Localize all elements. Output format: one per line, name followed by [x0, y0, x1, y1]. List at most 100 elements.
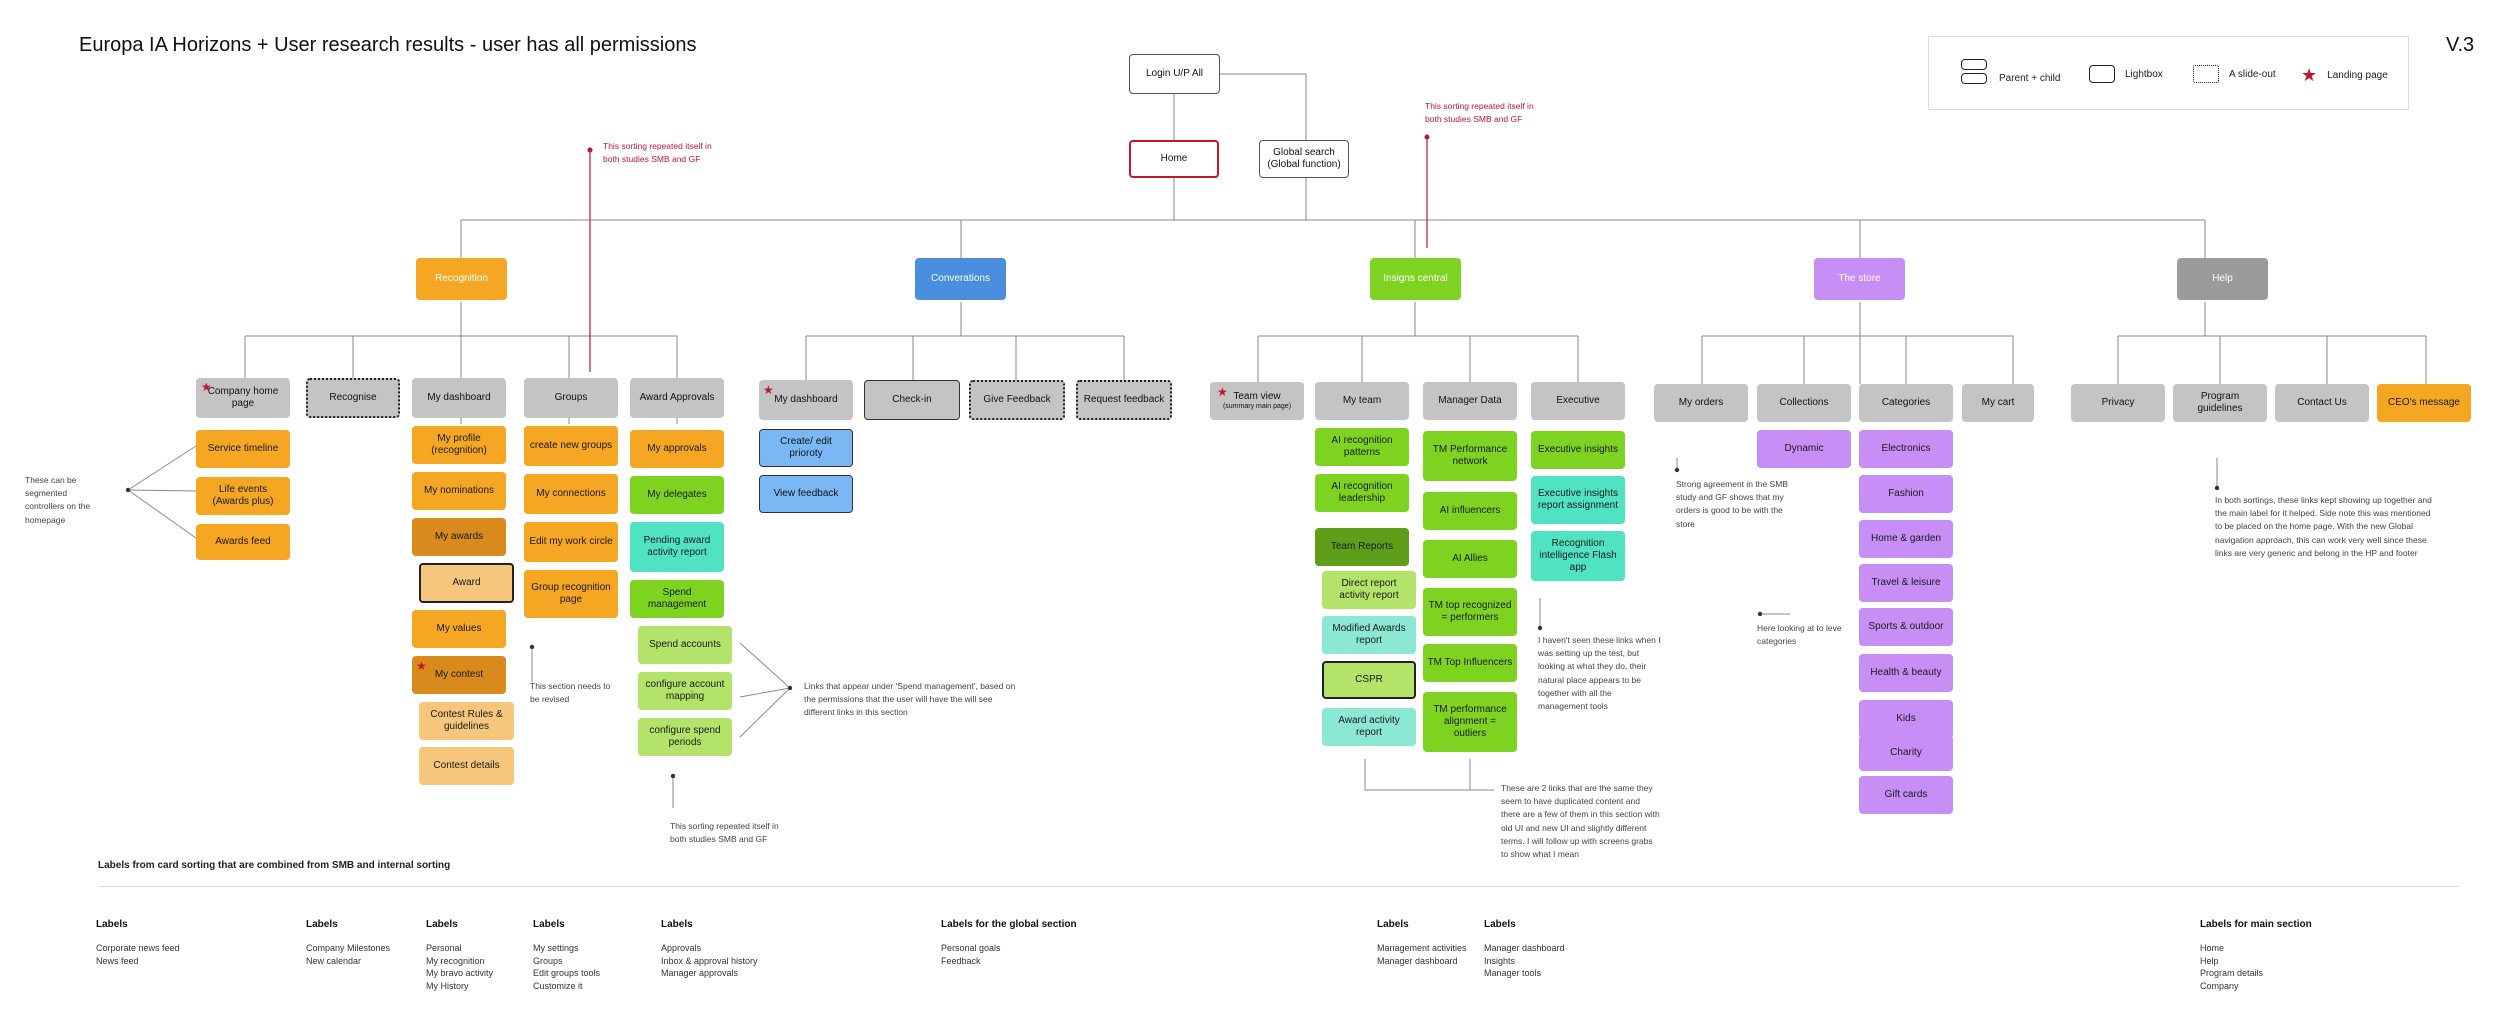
section-conversations: Converations: [915, 258, 1006, 300]
team-view-label: Team view: [1233, 390, 1281, 402]
modified-awards-node: Modified Awards report: [1322, 616, 1416, 654]
my-delegates-node: My delegates: [630, 476, 724, 514]
conv-my-dashboard-label: My dashboard: [774, 394, 838, 405]
my-cart-label: My cart: [1981, 397, 2015, 408]
tm-top-influencers-label: TM Top Influencers: [1427, 657, 1513, 668]
landing-star-icon: ★: [1217, 385, 1228, 399]
privacy-label: Privacy: [2101, 397, 2135, 408]
check-in-label: Check-in: [892, 394, 932, 405]
footer-label-item: Company: [2200, 980, 2239, 991]
conv-my-dashboard-node: My dashboard: [759, 380, 853, 420]
tm-top-recognized-label: TM top recognized = performers: [1428, 600, 1512, 623]
footer-label-item: News feed: [96, 955, 139, 966]
recognise-node: Recognise: [306, 378, 400, 418]
legend: Parent + child Lightbox A slide-out ★ La…: [1928, 36, 2409, 110]
kids-label: Kids: [1896, 713, 1916, 724]
my-dashboard-node: My dashboard: [412, 378, 506, 418]
footer-label-item: Manager tools: [1484, 968, 1542, 979]
categories-label: Categories: [1881, 397, 1931, 408]
section-conversations-label: Converations: [931, 273, 990, 284]
my-contest-label: My contest: [434, 669, 484, 680]
edit-circle-label: Edit my work circle: [529, 536, 613, 547]
lightbox-icon: [2089, 65, 2115, 83]
my-connections-label: My connections: [536, 488, 606, 499]
my-values-node: My values: [412, 610, 506, 648]
rif-app-label: Recognition intelligence Flash app: [1539, 538, 1617, 573]
privacy-node: Privacy: [2071, 384, 2165, 422]
footer-column-heading: Labels: [306, 919, 338, 930]
footer-label-item: Corporate news feed: [96, 943, 180, 953]
executive-insights-label: Executive insights: [1537, 444, 1619, 455]
section-help: Help: [2177, 258, 2268, 300]
dynamic-node: Dynamic: [1757, 430, 1851, 468]
create-edit-node: Create/ edit prioroty: [759, 429, 853, 467]
legend-lightbox: Lightbox: [2089, 65, 2163, 83]
cspr-label: CSPR: [1355, 674, 1383, 685]
request-feedback-label: Request feedback: [1083, 394, 1165, 405]
cspr-node: CSPR: [1322, 661, 1416, 699]
contact-us-node: Contact Us: [2275, 384, 2369, 422]
note-sorting-insights: This sorting repeated itself in both stu…: [1425, 101, 1534, 125]
footer-label-item: Personal goals: [941, 943, 1001, 953]
contact-us-label: Contact Us: [2297, 397, 2347, 408]
section-store: The store: [1814, 258, 1905, 300]
tm-network-node: TM Performance network: [1423, 431, 1517, 481]
collections-node: Collections: [1757, 384, 1851, 422]
legend-parent-child: Parent + child: [1961, 59, 2061, 91]
charity-label: Charity: [1890, 747, 1922, 758]
gift-cards-label: Gift cards: [1884, 789, 1928, 800]
tm-top-recognized-node: TM top recognized = performers: [1423, 588, 1517, 636]
program-guidelines-node: Program guidelines: [2173, 384, 2267, 422]
my-dashboard-label: My dashboard: [427, 392, 491, 403]
company-home-label: Company home page: [207, 386, 279, 409]
my-orders-node: My orders: [1654, 384, 1748, 422]
exec-assignment-node: Executive insights report assignment: [1531, 476, 1625, 524]
fashion-label: Fashion: [1888, 488, 1924, 499]
award-activity-label: Award activity report: [1338, 715, 1400, 738]
section-recognition-label: Recognition: [435, 273, 488, 284]
check-in-node: Check-in: [864, 380, 960, 420]
footer-column-heading: Labels for the global section: [941, 919, 1077, 930]
footer-label-item: Feedback: [941, 955, 981, 966]
global-search-label: Global search (Global function): [1267, 147, 1341, 170]
footer-column-heading: Labels: [426, 919, 458, 930]
team-view-node: Team view (summary main page): [1210, 382, 1304, 420]
request-feedback-node: Request feedback: [1076, 380, 1172, 420]
spend-accounts-node: Spend accounts: [638, 626, 732, 664]
legend-parent-child-label: Parent + child: [1999, 72, 2061, 84]
note-sorting-spend: This sorting repeated itself in both stu…: [670, 821, 779, 845]
login-node: Login U/P All: [1129, 54, 1220, 94]
note-sorting-recognition: This sorting repeated itself in both stu…: [603, 141, 712, 165]
page-title: Europa IA Horizons + User research resul…: [79, 34, 697, 56]
life-events-node: Life events (Awards plus): [196, 477, 290, 515]
electronics-node: Electronics: [1859, 430, 1953, 468]
legend-slideout-label: A slide-out: [2229, 68, 2276, 80]
service-timeline-label: Service timeline: [207, 443, 279, 454]
dynamic-label: Dynamic: [1784, 443, 1824, 454]
footer-title: Labels from card sorting that are combin…: [98, 860, 451, 871]
section-insights-label: Insigns central: [1383, 273, 1448, 284]
direct-report-node: Direct report activity report: [1322, 571, 1416, 609]
home-label: Home: [1160, 153, 1188, 164]
legend-lightbox-label: Lightbox: [2125, 68, 2163, 80]
edit-circle-node: Edit my work circle: [524, 522, 618, 562]
footer-label-item: My History: [426, 980, 469, 991]
sports-node: Sports & outdoor: [1859, 608, 1953, 646]
section-insights: Insigns central: [1370, 258, 1461, 300]
tm-top-influencers-node: TM Top Influencers: [1423, 644, 1517, 682]
gift-cards-node: Gift cards: [1859, 776, 1953, 814]
my-team-node: My team: [1315, 382, 1409, 420]
note-segmented: These can be segmented controllers on th…: [25, 475, 91, 525]
parent-child-icon: [1961, 59, 1989, 85]
my-awards-node: My awards: [412, 518, 506, 556]
my-profile-node: My profile (recognition): [412, 426, 506, 464]
tm-network-label: TM Performance network: [1432, 444, 1508, 467]
my-contest-node: My contest: [412, 656, 506, 694]
ceo-message-node: CEO's message: [2377, 384, 2471, 422]
footer-column-heading: Labels for main section: [2200, 919, 2312, 930]
footer-column-heading: Labels: [661, 919, 693, 930]
note-duplicated: These are 2 links that are the same they…: [1501, 783, 1660, 859]
